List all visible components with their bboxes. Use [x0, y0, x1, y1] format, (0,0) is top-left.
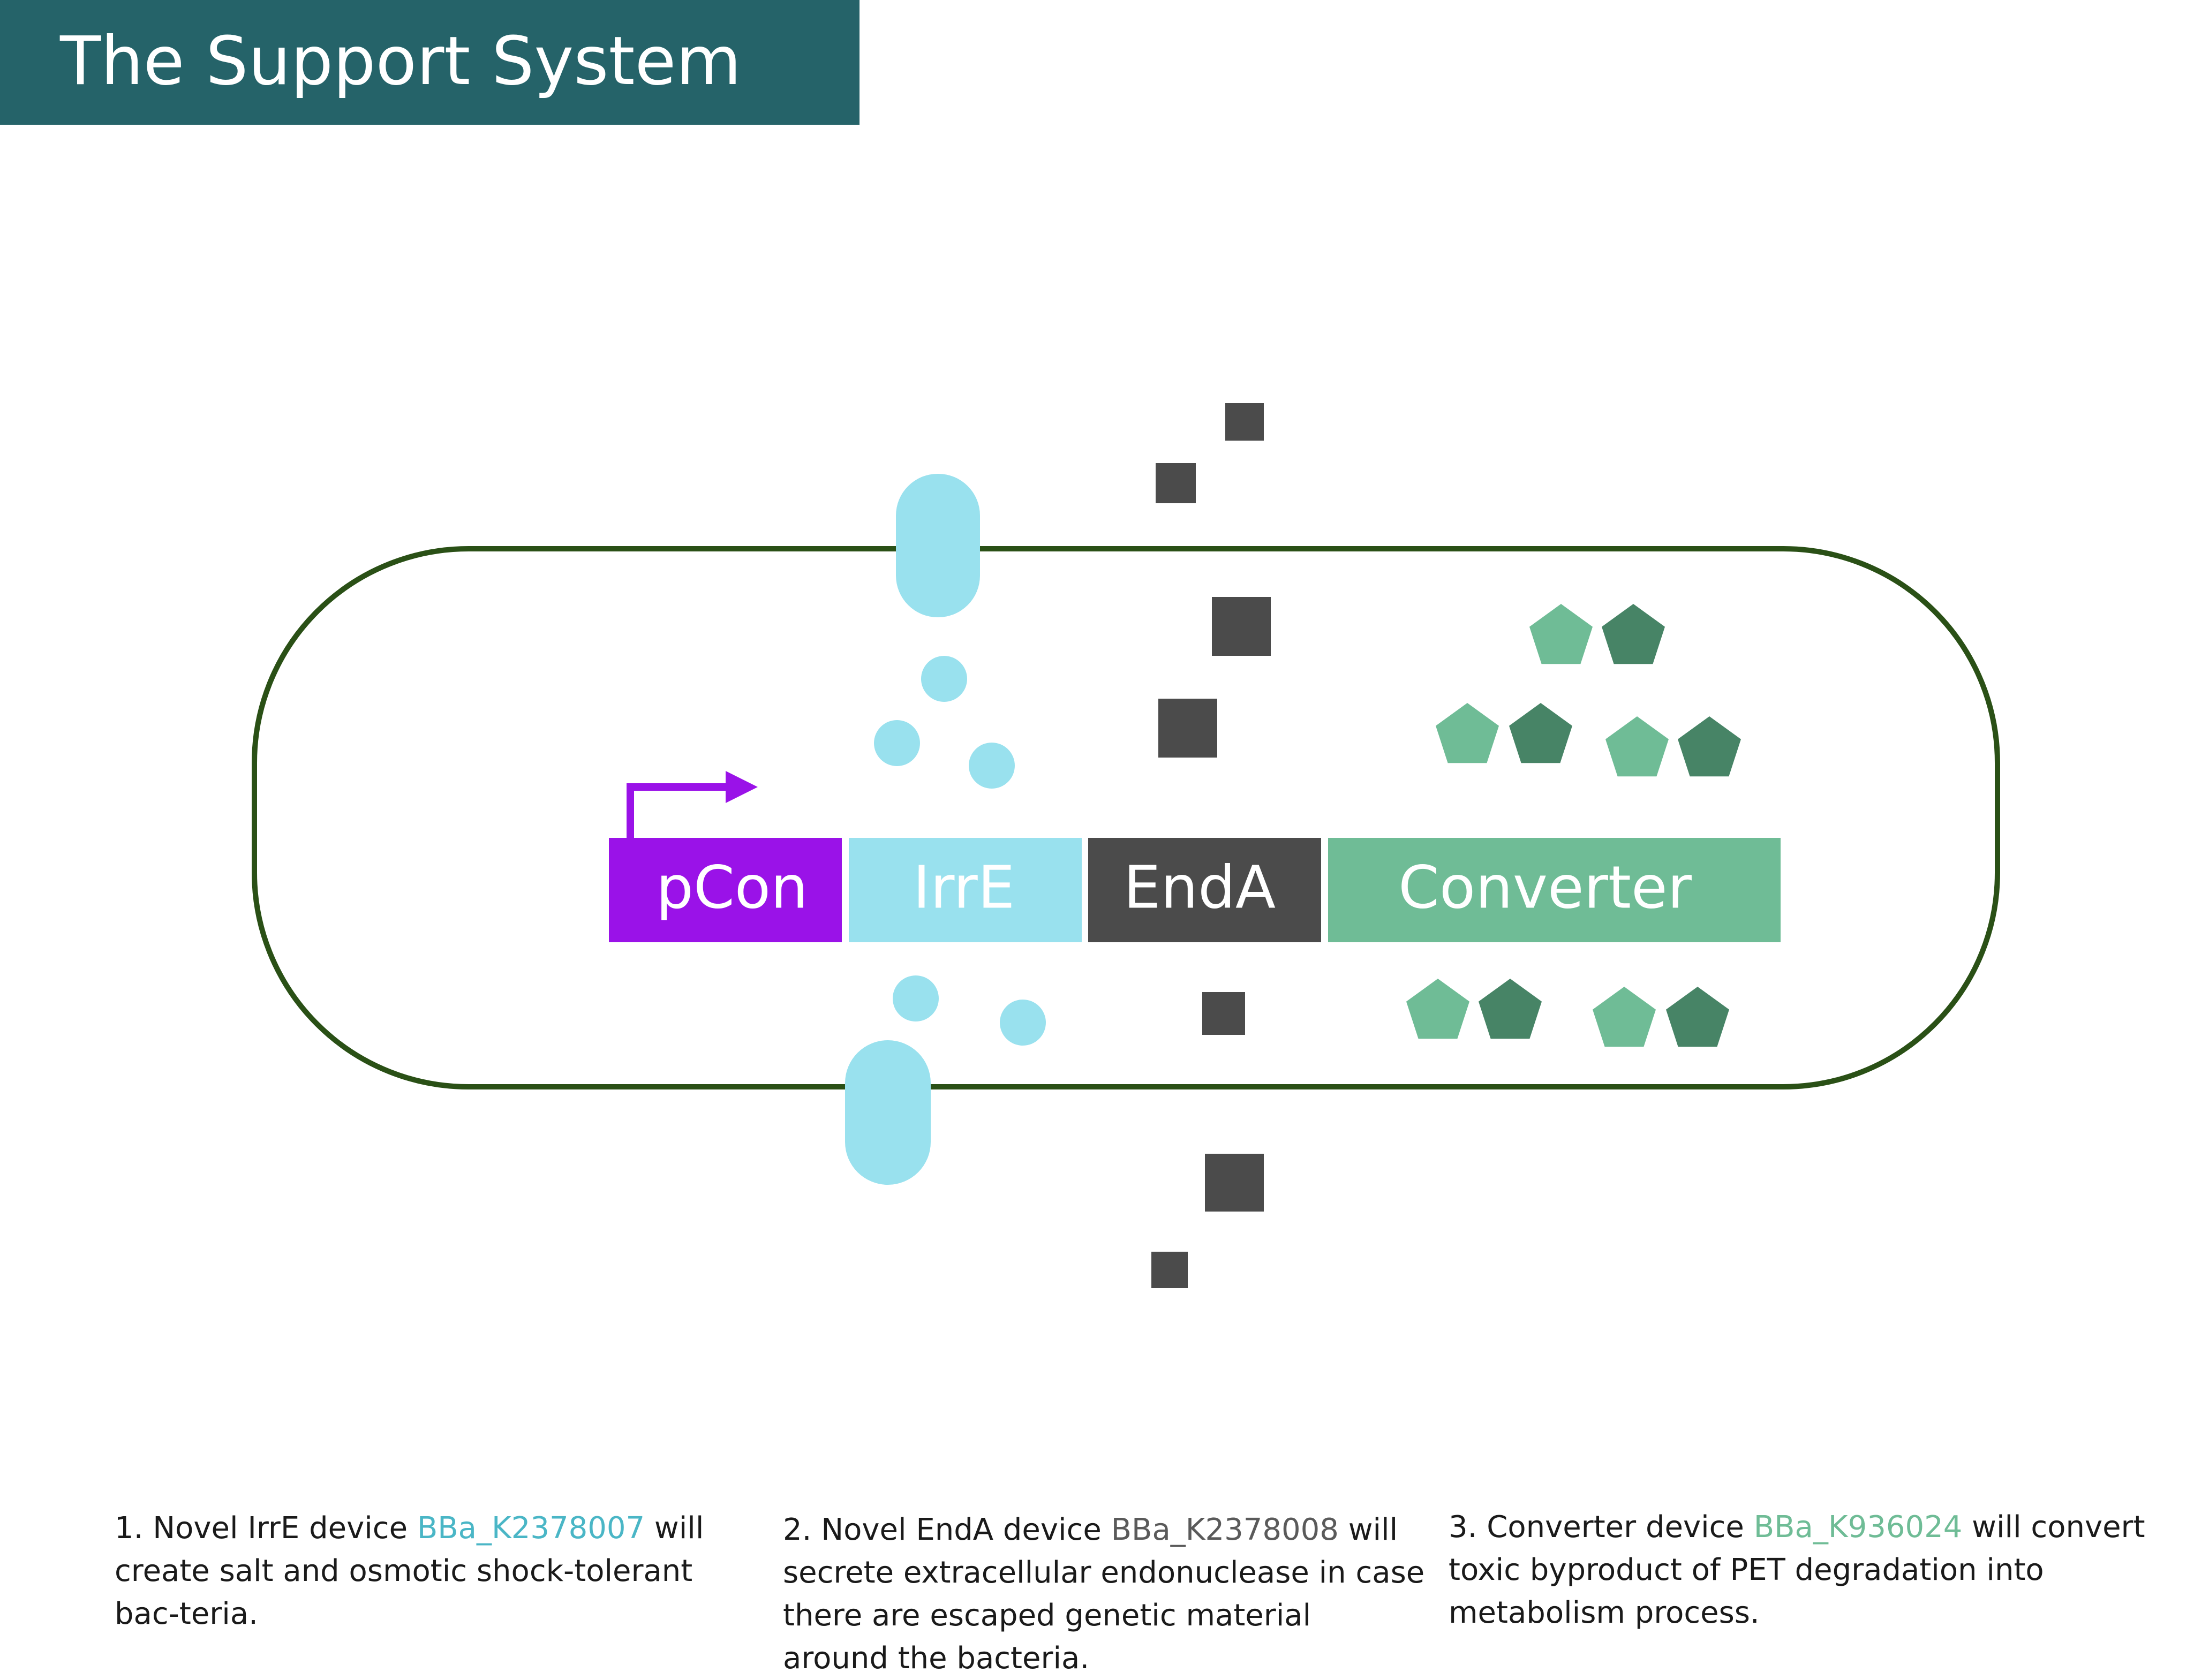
converter-product-pentagon	[1509, 703, 1572, 763]
caption-prefix: 3. Converter device	[1449, 1510, 1754, 1545]
caption-suffix: will secrete extracellular endonuclease …	[783, 1512, 1425, 1676]
converter-product-pentagon	[1605, 716, 1669, 777]
caption-prefix: 2. Novel EndA device	[783, 1512, 1111, 1547]
promoter-arrow	[627, 783, 729, 838]
membrane-channel-top	[896, 474, 980, 617]
converter-product-pentagon	[1479, 979, 1542, 1039]
caption-converter-device: 3. Converter device BBa_K936024 will con…	[1449, 1506, 2201, 1634]
enda-protein	[1156, 463, 1196, 503]
irre-protein	[874, 720, 920, 766]
caption-prefix: 1. Novel IrrE device	[115, 1511, 417, 1546]
converter-product-pentagon	[1406, 979, 1469, 1039]
part-link-enda[interactable]: BBa_K2378008	[1111, 1512, 1339, 1547]
converter-product-pentagon	[1593, 987, 1656, 1047]
caption-suffix: will create salt and osmotic shock-toler…	[115, 1511, 704, 1631]
converter-product-pentagon	[1436, 703, 1499, 763]
gene-label-pcon: pCon	[656, 853, 808, 921]
enda-protein	[1151, 1252, 1188, 1288]
part-link-irre[interactable]: BBa_K2378007	[417, 1511, 645, 1546]
title-banner: The Support System	[0, 0, 860, 125]
caption-irre-device: 1. Novel IrrE device BBa_K2378007 will c…	[115, 1507, 757, 1636]
caption-suffix: will convert toxic byproduct of PET degr…	[1449, 1510, 2145, 1630]
enda-protein	[1158, 699, 1217, 758]
irre-protein	[921, 656, 967, 702]
gene-label-converter: Converter	[1398, 853, 1692, 921]
page-title: The Support System	[60, 22, 742, 100]
membrane-channel-bottom	[845, 1040, 931, 1185]
gene-label-enda: EndA	[1124, 853, 1276, 921]
part-link-converter[interactable]: BBa_K936024	[1753, 1510, 1963, 1545]
gene-block-irre	[849, 838, 1082, 942]
gene-block-enda	[1088, 838, 1321, 942]
caption-enda-device: 2. Novel EndA device BBa_K2378008 will s…	[783, 1509, 1426, 1680]
cell-membrane	[252, 546, 2000, 1089]
irre-protein	[1000, 1000, 1046, 1046]
enda-protein	[1212, 597, 1271, 656]
converter-product-pentagon	[1602, 604, 1665, 664]
gene-label-irre: IrrE	[913, 853, 1015, 921]
promoter-arrowhead	[726, 771, 758, 803]
converter-product-pentagon	[1666, 987, 1729, 1047]
enda-protein	[1205, 1154, 1264, 1212]
irre-protein	[893, 975, 939, 1021]
genetic-construct: pCon IrrE EndA Converter	[609, 771, 1781, 942]
gene-block-pcon	[609, 838, 842, 942]
converter-product-pentagon	[1529, 604, 1593, 664]
enda-protein	[1225, 403, 1264, 441]
irre-protein	[969, 743, 1015, 789]
converter-product-pentagon	[1678, 716, 1741, 777]
gene-block-converter	[1328, 838, 1781, 942]
enda-protein	[1202, 992, 1245, 1035]
